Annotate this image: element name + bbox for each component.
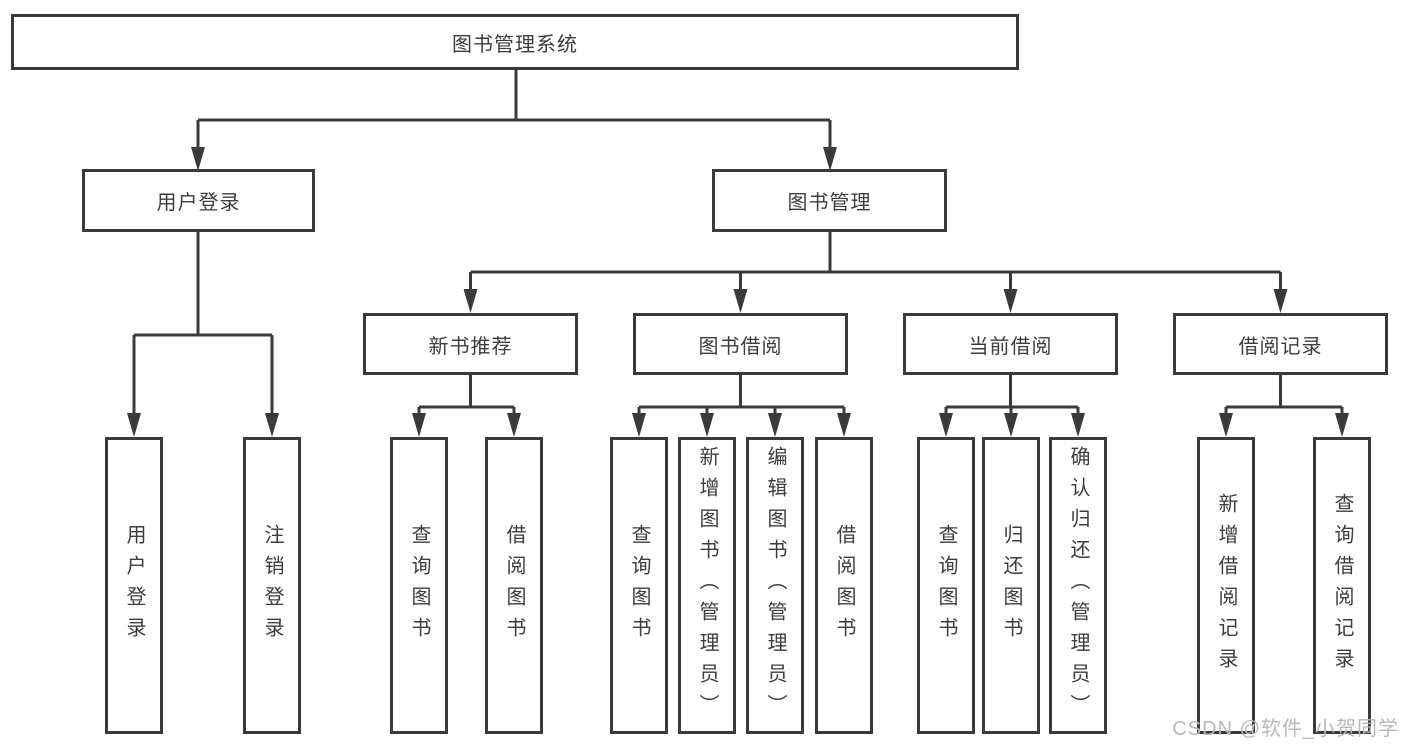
arrowhead	[837, 413, 851, 437]
leaf-borrowing-borrow-books: 借阅图书	[815, 437, 873, 734]
node-label: 借阅图书	[503, 523, 525, 648]
node-book-management: 图书管理	[712, 169, 947, 232]
node-label: 新增图书（管理员）	[696, 446, 718, 725]
node-label: 用户登录	[156, 192, 241, 214]
node-label: 编辑图书（管理员）	[764, 446, 786, 725]
leaf-user-login: 用户登录	[105, 437, 163, 734]
arrowhead	[700, 413, 714, 437]
arrowhead	[265, 413, 279, 437]
leaf-borrowing-query-books: 查询图书	[610, 437, 668, 734]
node-borrowing-records: 借阅记录	[1173, 313, 1388, 375]
node-label: 查询图书	[935, 523, 957, 648]
arrowhead	[1219, 413, 1233, 437]
node-label: 图书管理	[787, 192, 872, 214]
leaf-borrowing-add-books-admin: 新增图书（管理员）	[678, 437, 736, 734]
arrowhead	[939, 413, 953, 437]
leaf-records-query-borrow-record: 查询借阅记录	[1313, 437, 1371, 734]
node-label: 用户登录	[123, 523, 145, 648]
node-label: 当前借阅	[968, 335, 1053, 358]
node-label: 借阅图书	[833, 523, 855, 648]
arrowhead	[733, 289, 748, 313]
leaf-current-return-books: 归还图书	[982, 437, 1040, 734]
node-book-borrowing: 图书借阅	[633, 313, 848, 375]
arrowhead	[1003, 289, 1018, 313]
arrowhead	[463, 289, 478, 313]
node-label: 图书借阅	[698, 335, 783, 358]
leaf-newbook-query-books: 查询图书	[390, 437, 448, 734]
node-label: 注销登录	[261, 523, 283, 648]
node-user-login: 用户登录	[82, 169, 315, 232]
node-label: 新书推荐	[428, 335, 513, 358]
node-library-management-system: 图书管理系统	[11, 14, 1019, 70]
node-label: 查询图书	[628, 523, 650, 648]
csdn-watermark: CSDN @软件_小贺同学	[1172, 718, 1399, 740]
arrowhead	[412, 413, 426, 437]
leaf-records-add-borrow-record: 新增借阅记录	[1197, 437, 1255, 734]
node-label: 查询图书	[408, 523, 430, 648]
leaf-current-query-books: 查询图书	[917, 437, 975, 734]
node-label: 借阅记录	[1238, 335, 1323, 358]
leaf-current-confirm-return-admin: 确认归还（管理员）	[1049, 437, 1107, 734]
arrowhead	[632, 413, 646, 437]
leaf-borrowing-edit-books-admin: 编辑图书（管理员）	[746, 437, 804, 734]
arrowhead	[191, 147, 205, 171]
node-current-borrowing: 当前借阅	[903, 313, 1118, 375]
arrowhead	[823, 147, 837, 171]
arrowhead	[1335, 413, 1349, 437]
leaf-logout: 注销登录	[243, 437, 301, 734]
node-label: 查询借阅记录	[1331, 492, 1353, 679]
node-new-book-recommendation: 新书推荐	[363, 313, 578, 375]
arrowhead	[1004, 413, 1018, 437]
arrowhead	[127, 413, 141, 437]
arrowhead	[1273, 289, 1288, 313]
node-label: 归还图书	[1000, 523, 1022, 648]
arrowhead	[507, 413, 521, 437]
node-label: 新增借阅记录	[1215, 492, 1237, 679]
leaf-newbook-borrow-books: 借阅图书	[485, 437, 543, 734]
arrowhead	[768, 413, 782, 437]
arrowhead	[1071, 413, 1085, 437]
node-label: 图书管理系统	[452, 33, 578, 56]
node-label: 确认归还（管理员）	[1067, 446, 1089, 725]
